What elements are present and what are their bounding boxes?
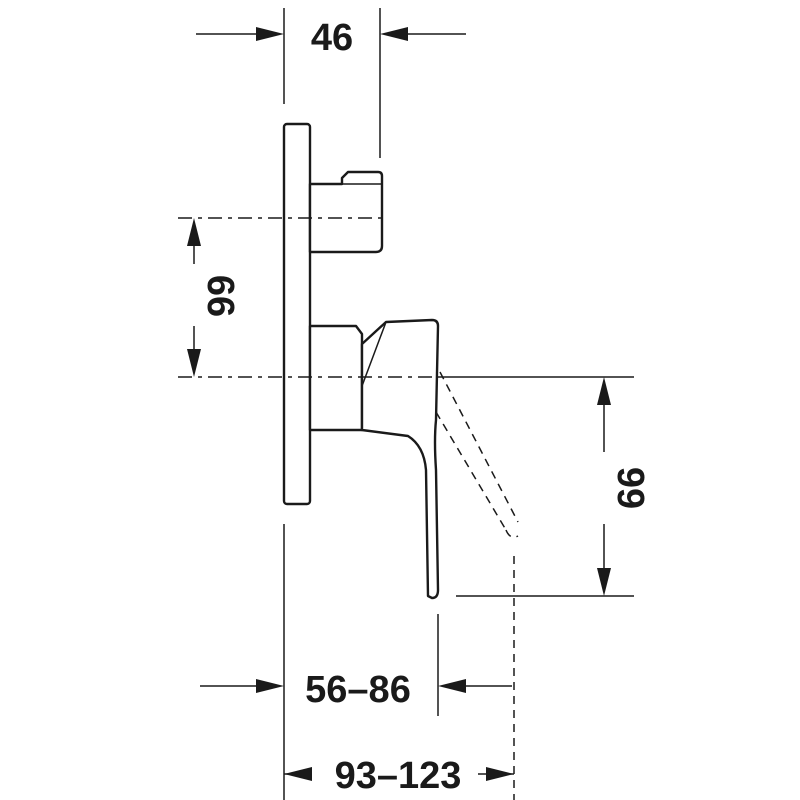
arrow-icon: [256, 27, 284, 41]
lever-handle-ridge: [361, 321, 387, 387]
arrow-icon: [597, 568, 611, 596]
arrow-icon: [284, 767, 312, 781]
dimension-vertical-spacing: 66: [199, 275, 241, 317]
arrow-icon: [256, 679, 284, 693]
diverter-knob: [308, 170, 384, 254]
arrow-icon: [486, 767, 514, 781]
lever-alt-position-tip: [505, 529, 519, 538]
arrow-icon: [380, 27, 408, 41]
lever-alt-position-line: [439, 371, 519, 523]
arrow-icon: [187, 349, 201, 377]
arrow-icon: [438, 679, 466, 693]
lever-alt-position-line: [435, 411, 507, 531]
lever-handle: [360, 318, 440, 600]
arrow-icon: [187, 218, 201, 246]
wall-plate: [282, 122, 312, 506]
arrow-icon: [597, 377, 611, 405]
mixer-body: [308, 324, 364, 432]
dimension-overall-depth: 93–123: [335, 755, 462, 797]
dimension-lever-reach: 56–86: [305, 669, 411, 711]
dimension-top-width: 46: [311, 17, 353, 59]
dimension-lever-drop: 99: [609, 467, 651, 509]
